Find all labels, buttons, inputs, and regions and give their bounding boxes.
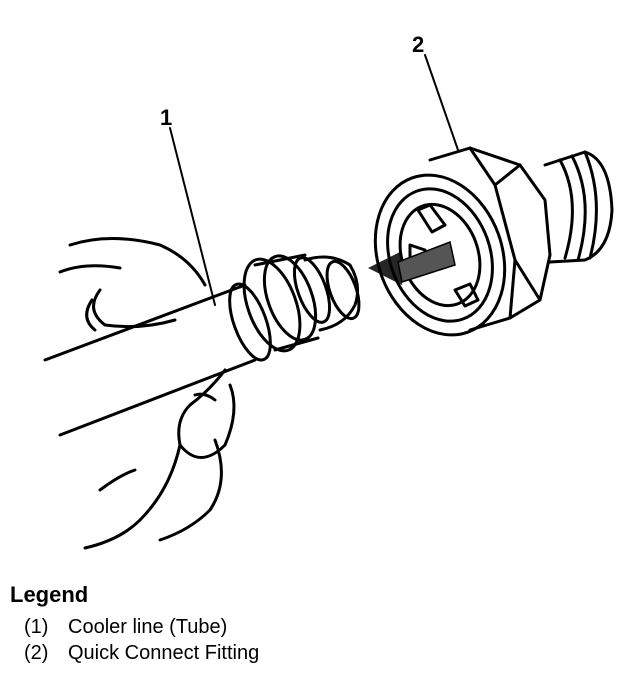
legend: Legend (1)Cooler line (Tube) (2)Quick Co…: [10, 582, 259, 666]
legend-item-number: (2): [24, 640, 68, 666]
quick-connect-diagram: 1 2: [0, 0, 640, 570]
legend-item-number: (1): [24, 614, 68, 640]
legend-item: (2)Quick Connect Fitting: [24, 640, 259, 666]
tube-end-fitting: [233, 249, 365, 358]
callout-2-leader: [425, 55, 458, 150]
legend-item-label: Quick Connect Fitting: [68, 640, 259, 666]
callout-1-label: 1: [160, 105, 172, 130]
upper-hand-illustration: [60, 239, 205, 331]
quick-connect-fitting: [354, 148, 612, 353]
legend-title: Legend: [10, 582, 259, 608]
callout-1-leader: [170, 128, 215, 305]
legend-item-label: Cooler line (Tube): [68, 614, 227, 640]
legend-item: (1)Cooler line (Tube): [24, 614, 259, 640]
callout-2-label: 2: [412, 32, 424, 57]
cooler-line-tube: [45, 279, 279, 435]
